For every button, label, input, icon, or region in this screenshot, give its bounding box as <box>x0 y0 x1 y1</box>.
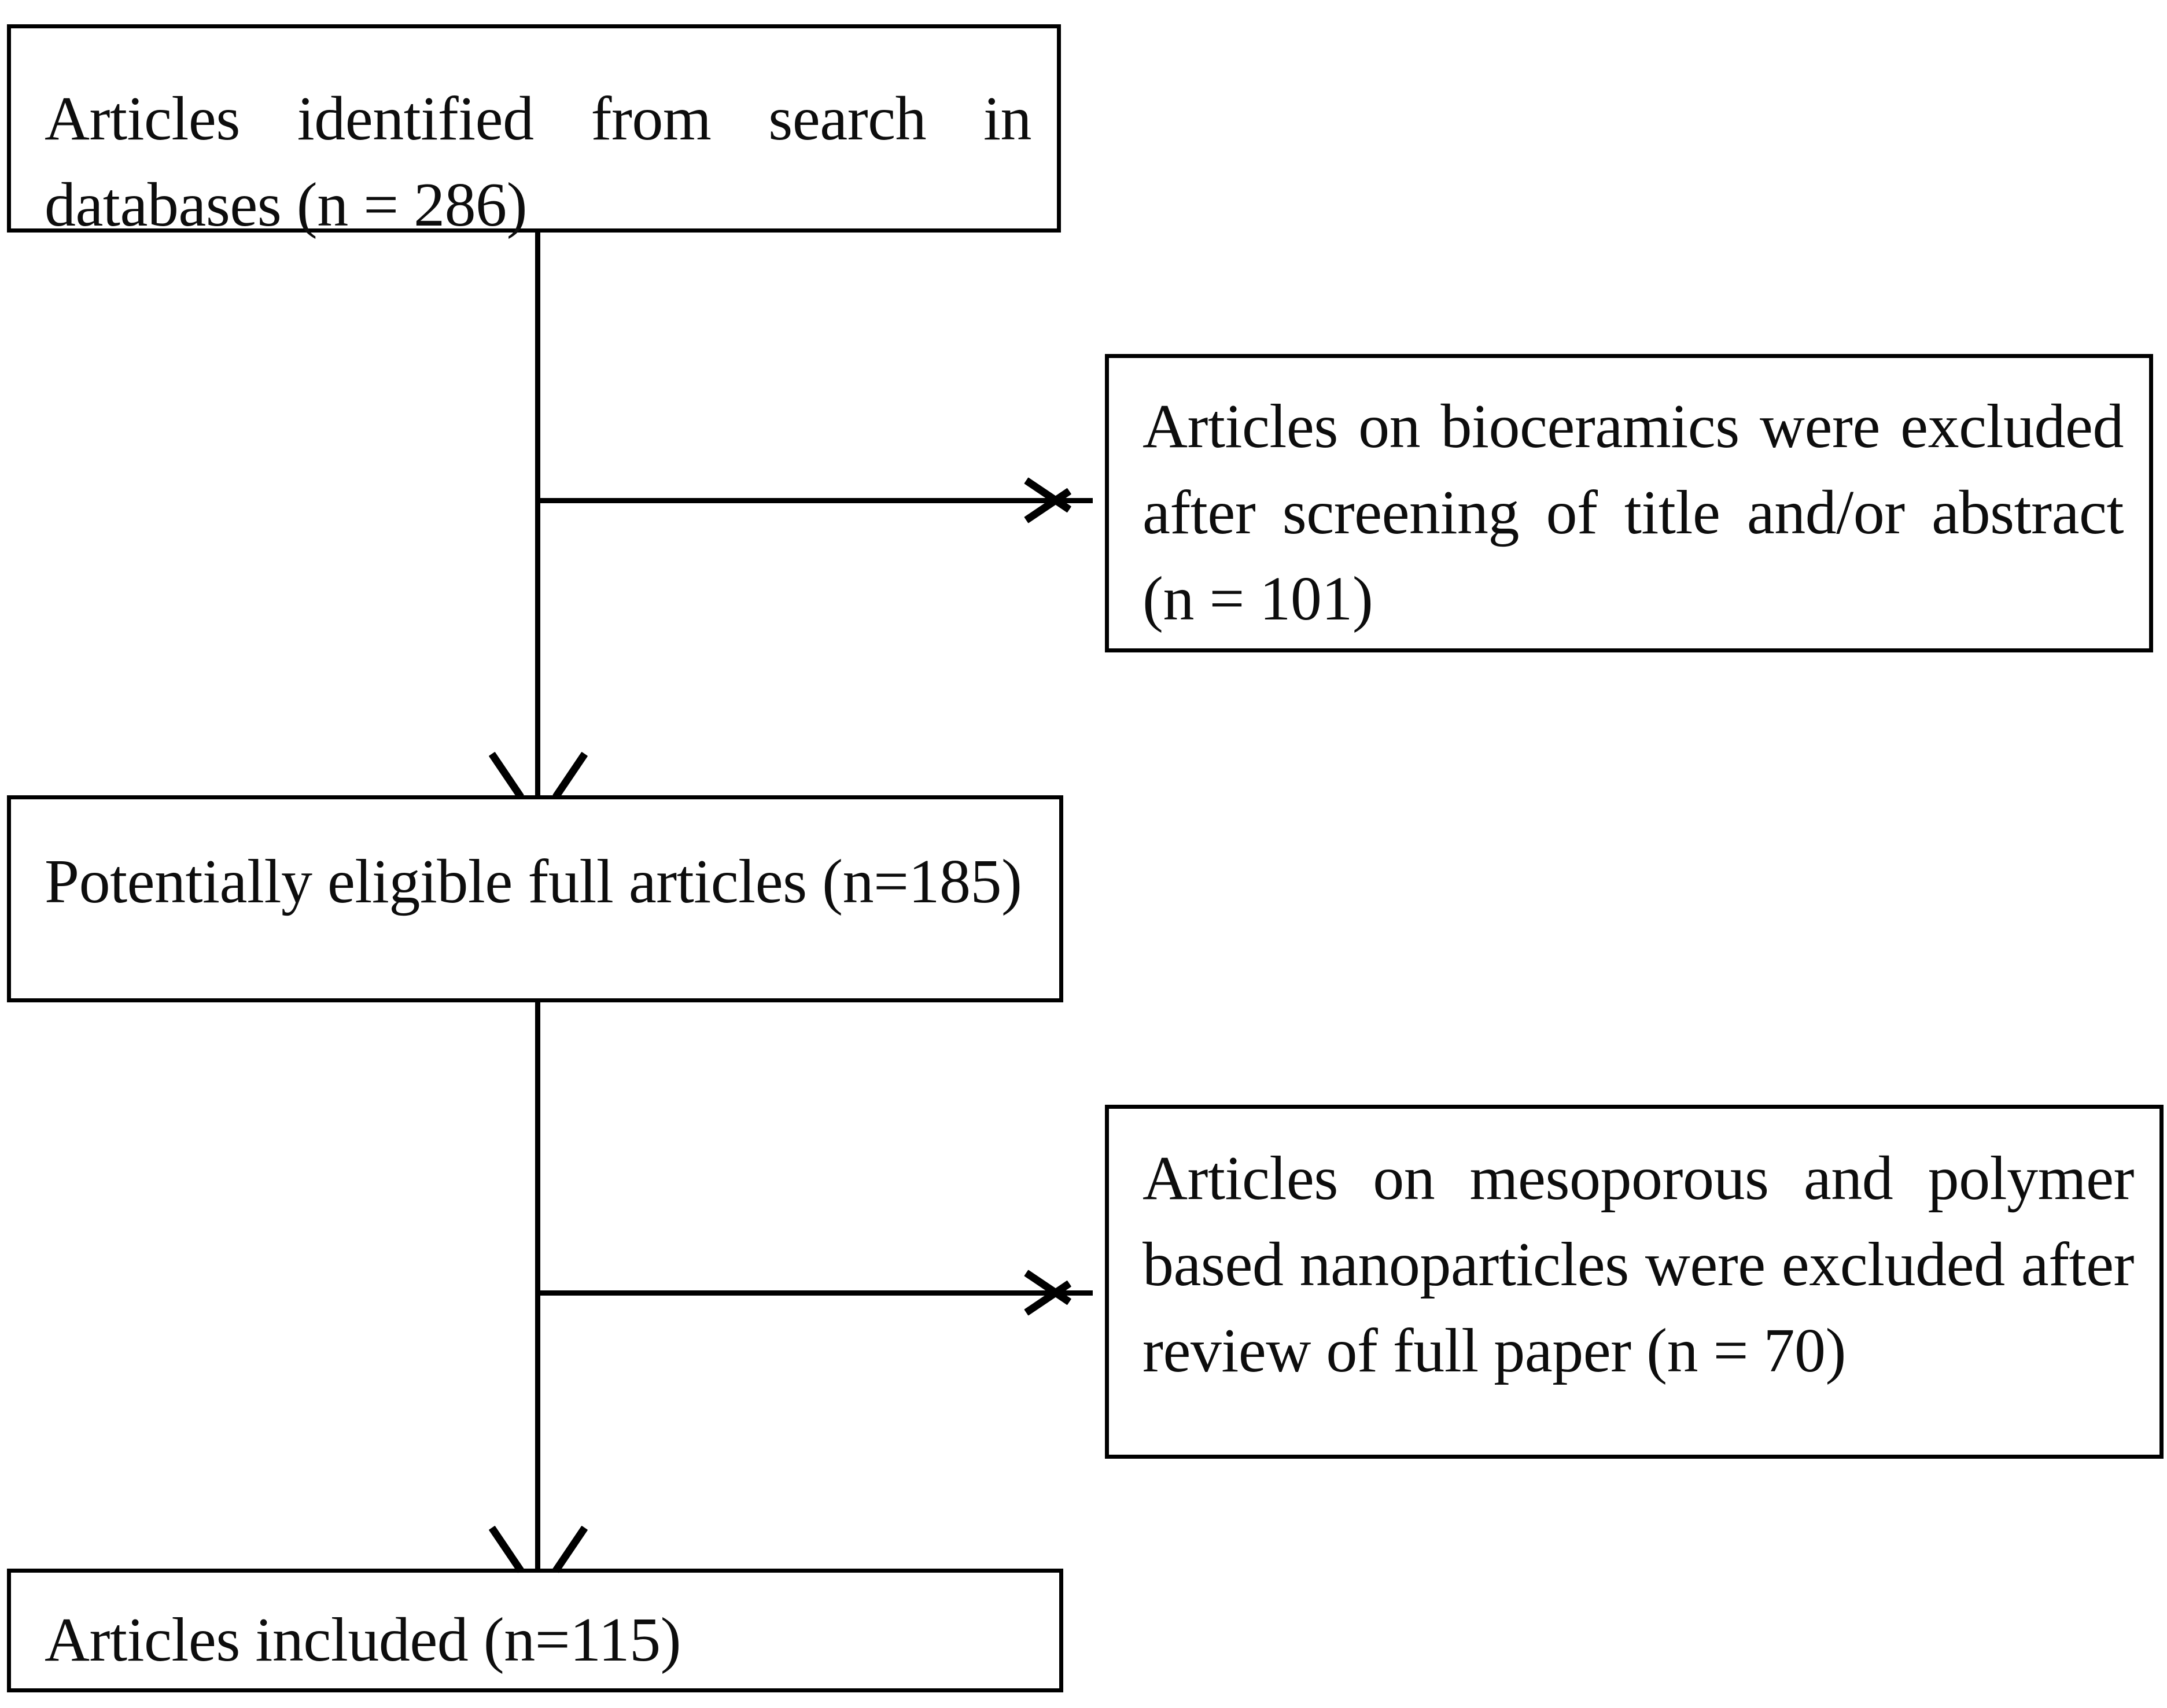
node-articles-included: Articles included (n=115) <box>7 1569 1063 1692</box>
connector-eligible-to-branch2 <box>535 1002 540 1257</box>
connector-branch1-to-eligible <box>535 464 540 795</box>
node-articles-identified: Articles identified from search in datab… <box>7 24 1061 239</box>
node-mesoporous-excluded-label: Articles on mesoporous and polymer based… <box>1143 1144 2135 1386</box>
connector-branch2-to-mesoporous <box>537 1290 1093 1296</box>
node-potentially-eligible-label: Potentially eligible full articles (n=18… <box>45 847 1022 916</box>
node-potentially-eligible: Potentially eligible full articles (n=18… <box>7 795 1063 1002</box>
arrow-right-icon <box>1024 1258 1096 1327</box>
connector-branch1-to-bioceramics <box>537 498 1093 503</box>
node-articles-included-label: Articles included (n=115) <box>45 1606 681 1674</box>
arrow-right-icon <box>1024 466 1096 535</box>
arrow-down-icon <box>488 1520 588 1573</box>
node-mesoporous-excluded: Articles on mesoporous and polymer based… <box>1105 1105 2164 1459</box>
connector-identified-to-branch1 <box>535 233 540 464</box>
node-bioceramics-excluded-label: Articles on bioceramics were excluded af… <box>1143 392 2124 634</box>
arrow-down-icon <box>488 746 588 799</box>
node-articles-identified-label: Articles identified from search in datab… <box>45 84 1032 240</box>
connector-branch2-to-included <box>535 1257 540 1569</box>
node-bioceramics-excluded: Articles on bioceramics were excluded af… <box>1105 354 2153 652</box>
